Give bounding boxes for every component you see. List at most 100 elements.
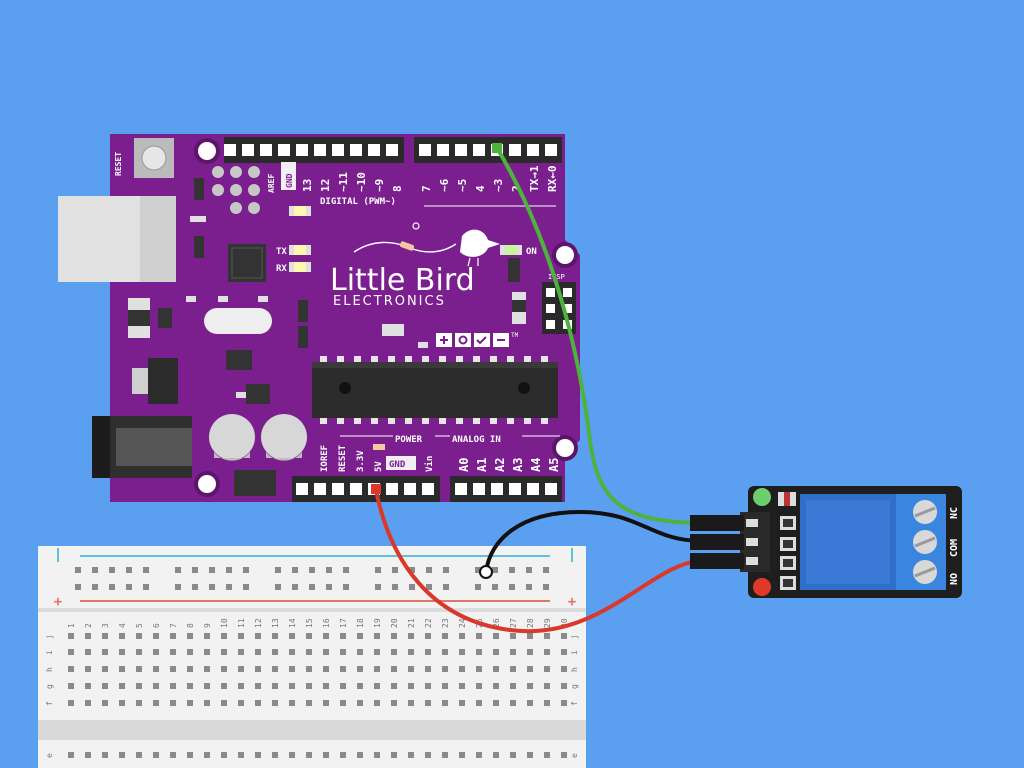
terminal-hole [170, 700, 176, 706]
header-pin[interactable] [473, 483, 485, 495]
header-pin[interactable] [350, 483, 362, 495]
smd-part-inner [783, 579, 793, 587]
header-pin[interactable] [296, 144, 308, 156]
header-pin[interactable] [527, 483, 539, 495]
terminal-hole [306, 752, 312, 758]
header-pin[interactable] [437, 144, 449, 156]
header-pin[interactable] [455, 483, 467, 495]
column-number: 17 [339, 618, 348, 628]
row-letter: i [570, 650, 579, 655]
header-pin[interactable] [314, 483, 326, 495]
terminal-hole [510, 752, 516, 758]
crystal [204, 308, 272, 334]
terminal-hole [340, 700, 346, 706]
column-number: 1 [67, 623, 76, 628]
chip-leg [524, 418, 531, 424]
header-pin[interactable] [491, 483, 503, 495]
terminal-hole [459, 752, 465, 758]
terminal-hole [527, 700, 533, 706]
rail-hole [426, 584, 432, 590]
header-pin[interactable] [224, 144, 236, 156]
column-number: 27 [509, 618, 518, 628]
rail-hole [109, 567, 115, 573]
column-number: 29 [543, 618, 552, 628]
terminal-hole [391, 649, 397, 655]
terminal-hole [85, 666, 91, 672]
terminal-hole [476, 633, 482, 639]
terminal-hole [289, 666, 295, 672]
rail-hole [509, 567, 515, 573]
rail-hole [309, 567, 315, 573]
wires [371, 143, 744, 634]
column-number: 14 [288, 618, 297, 628]
header-pin[interactable] [473, 144, 485, 156]
row-letter: f [570, 701, 579, 706]
header-pin[interactable] [368, 144, 380, 156]
header-pin[interactable] [527, 144, 539, 156]
analog-pin-label: A3 [511, 458, 525, 472]
rail-hole [426, 567, 432, 573]
breadboard-center-channel [38, 720, 586, 740]
header-pin[interactable] [509, 144, 521, 156]
relay-body-face [806, 500, 890, 584]
header-pin[interactable] [242, 144, 254, 156]
terminal-hole [357, 649, 363, 655]
terminal-hole [187, 683, 193, 689]
header-pin[interactable] [314, 144, 326, 156]
header-pin[interactable] [386, 483, 398, 495]
header-pin[interactable] [296, 483, 308, 495]
reset-button-cap[interactable] [141, 145, 167, 171]
header-pin[interactable] [545, 144, 557, 156]
terminal-hole [357, 633, 363, 639]
terminal-hole [204, 700, 210, 706]
header-pin[interactable] [278, 144, 290, 156]
badge-icons: TM [436, 332, 519, 347]
header-pin[interactable] [455, 144, 467, 156]
terminal-hole [459, 649, 465, 655]
arduino-board: RESET [58, 134, 580, 502]
header-pin[interactable] [260, 144, 272, 156]
terminal-hole [85, 683, 91, 689]
header-pin[interactable] [332, 483, 344, 495]
header-pin[interactable] [422, 483, 434, 495]
terminal-hole [170, 633, 176, 639]
column-number: 20 [390, 618, 399, 628]
screw-slot [914, 566, 936, 578]
chip-leg [490, 418, 497, 424]
column-number: 16 [322, 618, 331, 628]
rail-hole [92, 567, 98, 573]
terminal-hole [408, 649, 414, 655]
header-pin[interactable] [509, 483, 521, 495]
smd-part [512, 300, 526, 312]
terminal-hole [187, 752, 193, 758]
status-led-red [753, 578, 771, 596]
chip-leg [371, 356, 378, 362]
wire-green [495, 146, 701, 525]
digital-pin-label: 4 [474, 185, 487, 192]
rail-hole [475, 567, 481, 573]
wire-black [484, 509, 701, 573]
digital-pin-label: TX→1 [528, 165, 541, 192]
header-pin[interactable] [350, 144, 362, 156]
terminal-hole [119, 752, 125, 758]
rail-hole [75, 584, 81, 590]
header-pin[interactable] [386, 144, 398, 156]
gnd-label-box [281, 162, 296, 190]
capacitor [209, 414, 255, 460]
gnd-label: GND [285, 173, 294, 188]
icsp-pad [248, 184, 260, 196]
header-pin[interactable] [404, 483, 416, 495]
capacitor-shade [214, 452, 250, 461]
header-pin[interactable] [545, 483, 557, 495]
terminal-hole [476, 649, 482, 655]
icsp-pin [546, 304, 555, 313]
chip-leg [507, 418, 514, 424]
terminal-hole [391, 683, 397, 689]
chip-leg [524, 356, 531, 362]
header-pin[interactable] [332, 144, 344, 156]
terminal-hole [289, 752, 295, 758]
digital-pin-label: ~5 [456, 179, 469, 192]
terminal-hole [340, 633, 346, 639]
header-pin[interactable] [419, 144, 431, 156]
